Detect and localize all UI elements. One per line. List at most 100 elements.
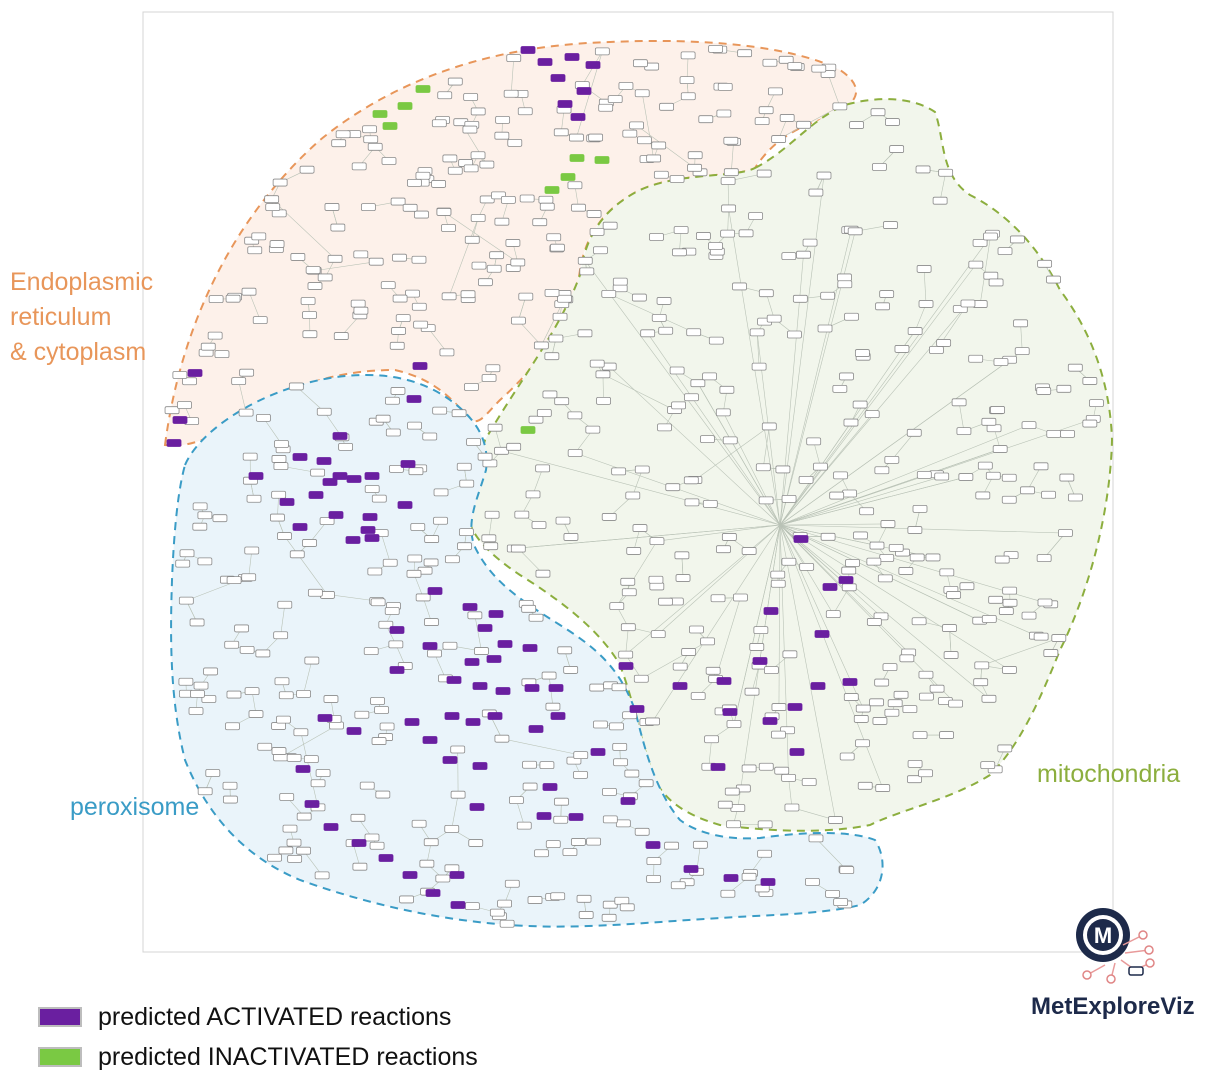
reaction-node xyxy=(716,409,730,416)
reaction-node xyxy=(942,625,956,632)
reaction-node xyxy=(666,484,680,491)
reaction-node xyxy=(442,293,456,300)
reaction-node xyxy=(635,828,649,835)
activated-reaction-node xyxy=(591,749,605,756)
reaction-node xyxy=(995,556,1009,563)
reaction-node xyxy=(658,598,672,605)
reaction-node xyxy=(294,729,308,736)
reaction-node xyxy=(370,842,384,849)
reaction-node xyxy=(424,619,438,626)
activated-reaction-node xyxy=(723,709,737,716)
reaction-node xyxy=(940,732,954,739)
reaction-node xyxy=(718,83,732,90)
reaction-node xyxy=(821,533,835,540)
reaction-node xyxy=(1044,650,1058,657)
reaction-node xyxy=(802,779,816,786)
reaction-node xyxy=(759,497,773,504)
reaction-node xyxy=(553,313,567,320)
reaction-node xyxy=(593,721,607,728)
reaction-node xyxy=(772,136,786,143)
reaction-node xyxy=(771,580,785,587)
reaction-node xyxy=(785,804,799,811)
reaction-node xyxy=(484,543,498,550)
reaction-node xyxy=(767,315,781,322)
reaction-node xyxy=(458,543,472,550)
inactivated-reaction-node xyxy=(416,86,430,93)
reaction-node xyxy=(258,743,272,750)
reaction-node xyxy=(672,249,686,256)
reaction-node xyxy=(265,196,279,203)
reaction-node xyxy=(762,423,776,430)
activated-reaction-node xyxy=(450,872,464,879)
reaction-node xyxy=(763,59,777,66)
reaction-node xyxy=(627,547,641,554)
activated-reaction-node xyxy=(811,683,825,690)
reaction-node xyxy=(908,328,922,335)
reaction-node xyxy=(700,436,714,443)
reaction-node xyxy=(750,643,764,650)
reaction-node xyxy=(844,419,858,426)
reaction-node xyxy=(602,914,616,921)
reaction-node xyxy=(691,380,705,387)
reaction-node xyxy=(193,523,207,530)
reaction-node xyxy=(657,297,671,304)
legend-activated: predicted ACTIVATED reactions xyxy=(38,1000,558,1034)
reaction-node xyxy=(201,343,215,350)
reaction-node xyxy=(913,732,927,739)
inactivated-reaction-node xyxy=(545,187,559,194)
reaction-node xyxy=(482,374,496,381)
reaction-node xyxy=(272,455,286,462)
label-er-line-3: & cytoplasm xyxy=(10,335,153,370)
reaction-node xyxy=(759,763,773,770)
reaction-node xyxy=(930,685,944,692)
reaction-node xyxy=(840,753,854,760)
reaction-node xyxy=(856,705,870,712)
reaction-node xyxy=(681,93,695,100)
reaction-node xyxy=(369,258,383,265)
reaction-node xyxy=(919,300,933,307)
reaction-node xyxy=(1052,635,1066,642)
reaction-node xyxy=(771,571,785,578)
reaction-node xyxy=(256,414,270,421)
reaction-node xyxy=(523,761,537,768)
reaction-node xyxy=(613,743,627,750)
reaction-node xyxy=(478,453,492,460)
reaction-node xyxy=(539,196,553,203)
reaction-node xyxy=(487,265,501,272)
reaction-node xyxy=(563,849,577,856)
reaction-node xyxy=(853,532,867,539)
reaction-node xyxy=(416,594,430,601)
activated-reaction-node xyxy=(280,499,294,506)
reaction-node xyxy=(504,90,518,97)
reaction-node xyxy=(501,196,515,203)
inactivated-reaction-node xyxy=(373,111,387,118)
reaction-node xyxy=(961,300,975,307)
reaction-node xyxy=(1010,236,1024,243)
reaction-node xyxy=(274,440,288,447)
reaction-node xyxy=(445,865,459,872)
reaction-node xyxy=(889,544,903,551)
reaction-node xyxy=(780,114,794,121)
inactivated-reaction-node xyxy=(383,123,397,130)
reaction-node xyxy=(587,838,601,845)
activated-reaction-node xyxy=(347,476,361,483)
reaction-node xyxy=(881,520,895,527)
reaction-node xyxy=(908,527,922,534)
reaction-node xyxy=(871,109,885,116)
reaction-node xyxy=(890,146,904,153)
activated-reaction-node xyxy=(790,749,804,756)
activated-reaction-node xyxy=(646,842,660,849)
reaction-node xyxy=(764,667,778,674)
reaction-node xyxy=(287,754,301,761)
reaction-node xyxy=(443,155,457,162)
reaction-node xyxy=(894,691,908,698)
reaction-node xyxy=(885,119,899,126)
reaction-node xyxy=(626,492,640,499)
reaction-node xyxy=(486,365,500,372)
reaction-node xyxy=(998,745,1012,752)
reaction-node xyxy=(1068,494,1082,501)
reaction-node xyxy=(1047,276,1061,283)
activated-reaction-node xyxy=(630,706,644,713)
reaction-node xyxy=(223,782,237,789)
reaction-node xyxy=(569,134,583,141)
